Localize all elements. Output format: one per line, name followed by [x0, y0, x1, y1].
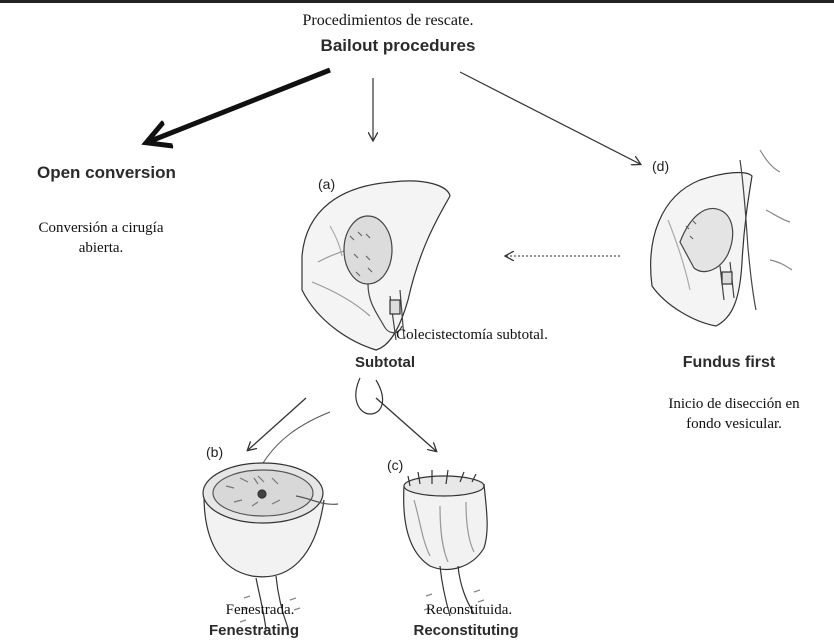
arrow-to-open-conversion: [148, 70, 330, 142]
subtotal-es: Colecistectomía subtotal.: [396, 327, 548, 344]
fundus-first-es-line2: fondo vesicular.: [686, 416, 782, 433]
reconstituting-marker: (c): [387, 457, 403, 473]
title-es: Procedimientos de rescate.: [302, 12, 473, 30]
arrow-to-fundus-first: [460, 72, 640, 164]
reconstituting-illustration: [404, 470, 488, 616]
reconstituting-en: Reconstituting: [414, 622, 519, 639]
subtotal-en: Subtotal: [355, 354, 415, 371]
suture-thread: [260, 412, 330, 468]
fenestrating-es: Fenestrada.: [226, 602, 295, 619]
suture-loop: [356, 378, 383, 414]
open-conversion-en: Open conversion: [37, 163, 176, 183]
arrow-to-reconstituting: [376, 398, 436, 451]
subtotal-illustration: [302, 181, 450, 350]
reconstituting-es: Reconstituida.: [426, 602, 512, 619]
open-conversion-es-line1: Conversión a cirugía: [39, 220, 164, 237]
title-en: Bailout procedures: [321, 36, 476, 56]
fenestrating-marker: (b): [206, 444, 223, 460]
open-conversion-es-line2: abierta.: [79, 240, 124, 257]
fundus-first-illustration: [651, 150, 792, 326]
fundus-first-marker: (d): [652, 158, 669, 174]
fundus-first-en: Fundus first: [683, 354, 775, 372]
fenestrating-en: Fenestrating: [209, 622, 299, 639]
subtotal-marker: (a): [318, 176, 335, 192]
arrow-to-fenestrating: [248, 398, 306, 450]
fundus-first-es-line1: Inicio de disección en: [668, 396, 799, 413]
